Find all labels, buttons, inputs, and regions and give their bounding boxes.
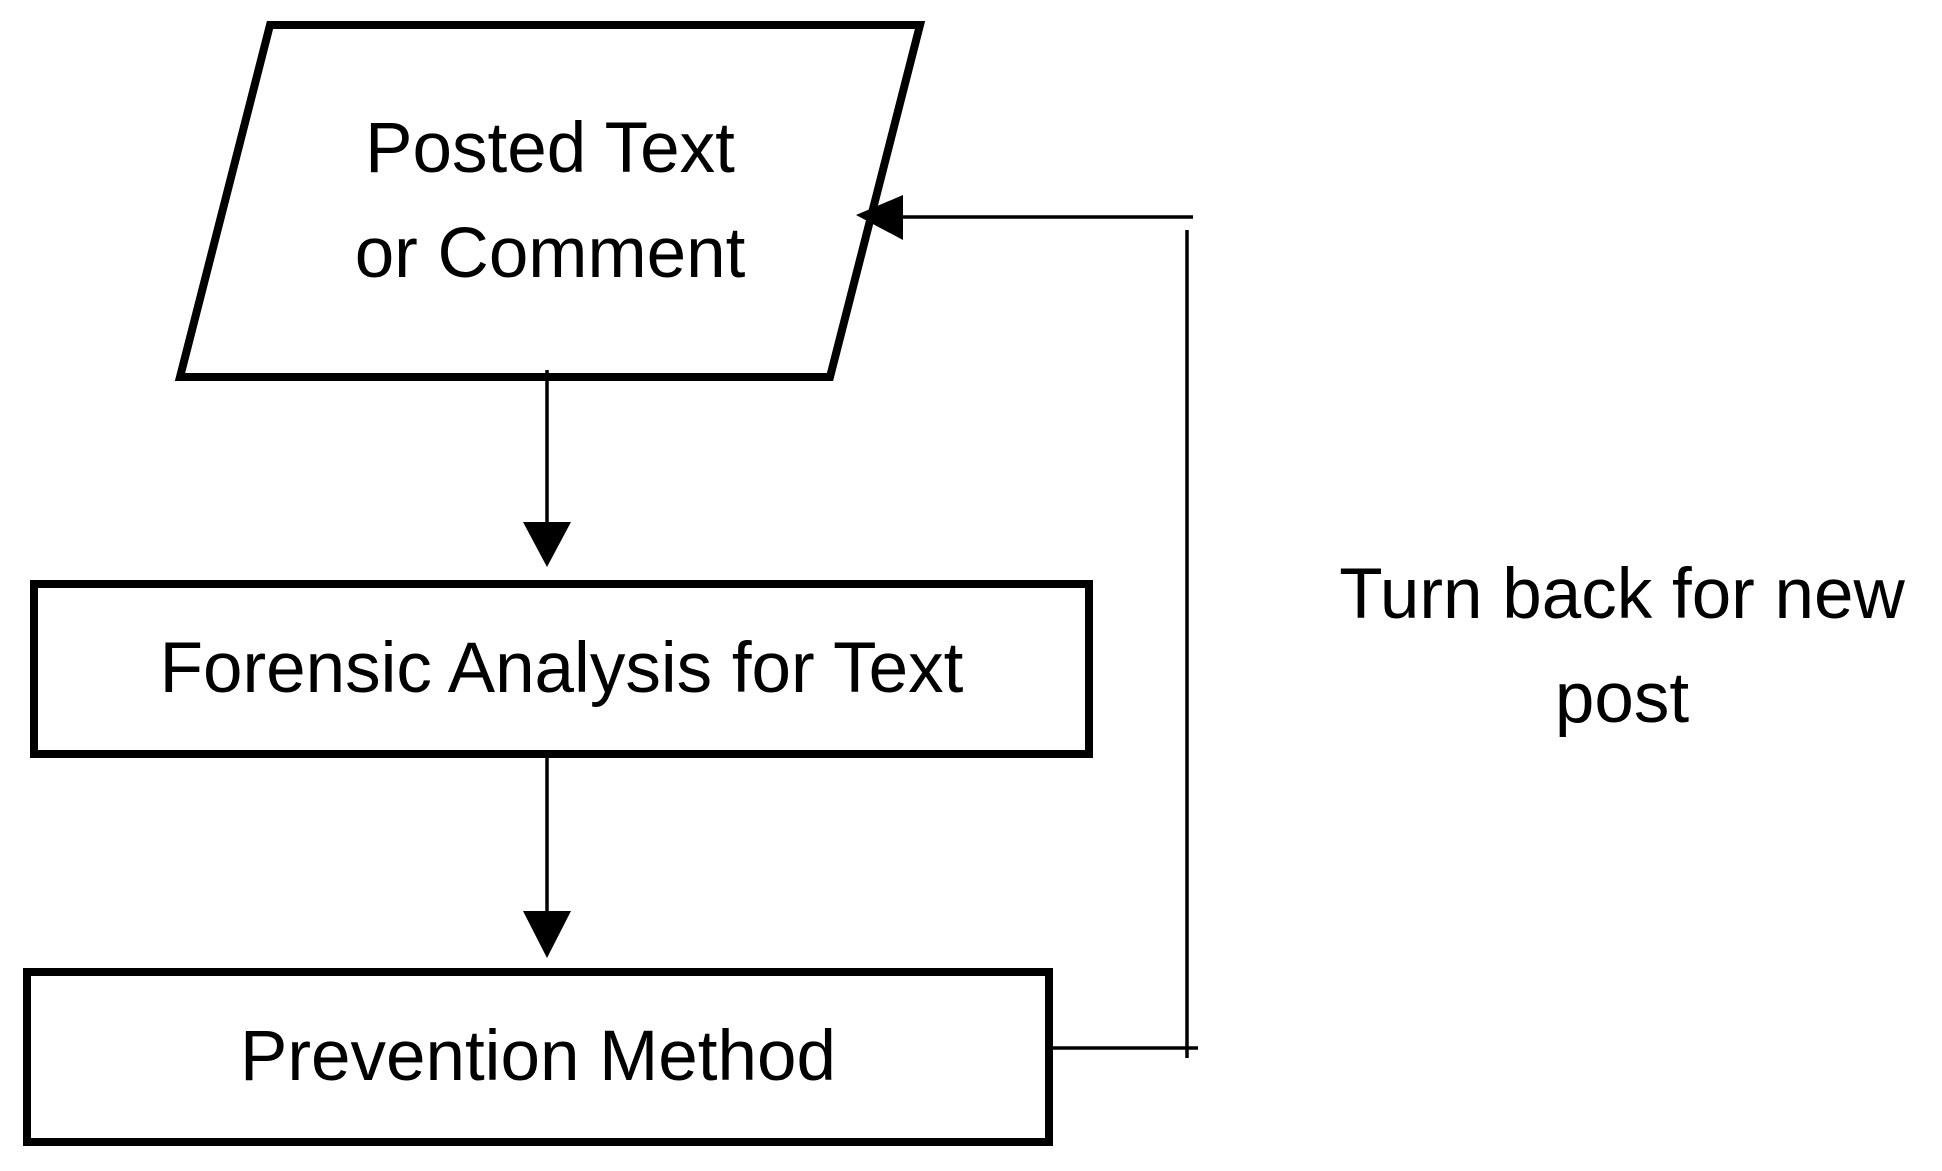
prevention-node-label: Prevention Method: [240, 1017, 836, 1096]
analysis-node-label: Forensic Analysis for Text: [159, 629, 964, 708]
input-parallelogram-shape: [174, 21, 926, 381]
input-node-label: Posted Text or Comment: [250, 96, 850, 306]
feedback-loop-arrowhead: [856, 195, 903, 240]
feedback-annotation-line1: Turn back for new: [1339, 555, 1905, 634]
prevention-box-shape: [23, 968, 1053, 1146]
arrow-analysis-to-prevention-head: [523, 911, 571, 958]
feedback-annotation: Turn back for new post: [1300, 543, 1942, 751]
input-node-label-line1: Posted Text: [365, 109, 735, 188]
input-node-label-line2: or Comment: [354, 214, 746, 293]
feedback-annotation-line2: post: [1554, 659, 1690, 738]
analysis-box-shape: [30, 580, 1093, 758]
arrow-input-to-analysis-head: [523, 522, 571, 567]
